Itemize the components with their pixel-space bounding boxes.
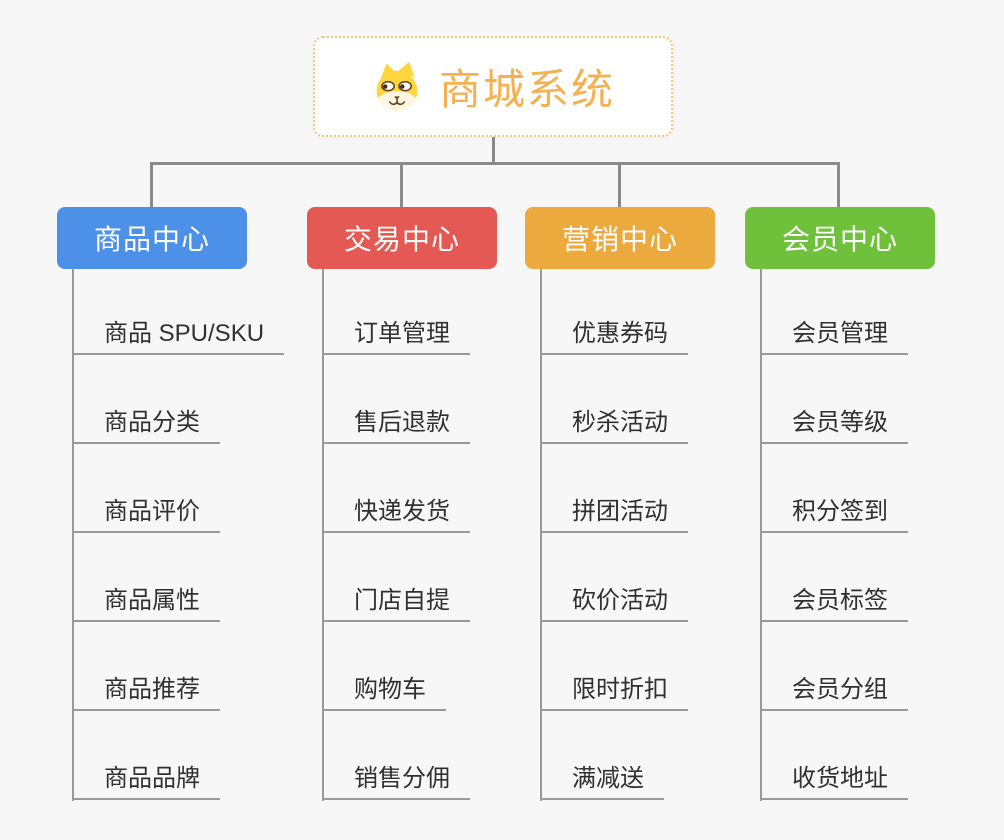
spine-products: [72, 269, 74, 801]
child-node[interactable]: 售后退款: [322, 408, 470, 444]
connector-root-stub: [492, 137, 495, 163]
branch-node-trade[interactable]: 交易中心: [307, 207, 497, 269]
child-node[interactable]: 商品分类: [72, 408, 220, 444]
child-node[interactable]: 满减送: [540, 764, 664, 800]
child-node[interactable]: 会员管理: [760, 319, 908, 355]
child-node[interactable]: 门店自提: [322, 586, 470, 622]
child-node[interactable]: 订单管理: [322, 319, 470, 355]
branch-label: 交易中心: [343, 224, 460, 255]
child-node[interactable]: 商品品牌: [72, 764, 220, 800]
child-node[interactable]: 会员分组: [760, 675, 908, 711]
branch-label: 会员中心: [781, 224, 898, 255]
root-title: 商城系统: [438, 66, 615, 113]
connector-drop-1: [150, 163, 153, 207]
child-node[interactable]: 销售分佣: [322, 764, 470, 800]
child-node[interactable]: 收货地址: [760, 764, 908, 800]
spine-members: [760, 269, 762, 801]
child-node[interactable]: 拼团活动: [540, 497, 688, 533]
connector-drop-3: [618, 163, 621, 207]
branch-label: 营销中心: [561, 224, 678, 255]
child-node[interactable]: 会员标签: [760, 586, 908, 622]
child-node[interactable]: 商品属性: [72, 586, 220, 622]
child-node[interactable]: 优惠券码: [540, 319, 688, 355]
child-node[interactable]: 快递发货: [322, 497, 470, 533]
child-node[interactable]: 限时折扣: [540, 675, 688, 711]
child-node[interactable]: 会员等级: [760, 408, 908, 444]
child-node[interactable]: 积分签到: [760, 497, 908, 533]
child-node[interactable]: 砍价活动: [540, 586, 688, 622]
branch-node-members[interactable]: 会员中心: [745, 207, 935, 269]
spine-marketing: [540, 269, 542, 801]
shiba-dog-icon: [376, 61, 418, 111]
child-node[interactable]: 商品推荐: [72, 675, 220, 711]
branch-node-marketing[interactable]: 营销中心: [525, 207, 715, 269]
column-trade: 订单管理 售后退款 快递发货 门店自提 购物车 销售分佣: [322, 269, 567, 809]
column-marketing: 优惠券码 秒杀活动 拼团活动 砍价活动 限时折扣 满减送: [540, 269, 785, 809]
branch-label: 商品中心: [93, 224, 210, 255]
column-products: 商品 SPU/SKU 商品分类 商品评价 商品属性 商品推荐 商品品牌: [72, 269, 317, 809]
connector-bus: [150, 162, 840, 165]
child-node[interactable]: 购物车: [322, 675, 446, 711]
child-node[interactable]: 秒杀活动: [540, 408, 688, 444]
connector-drop-4: [837, 163, 840, 207]
child-node[interactable]: 商品评价: [72, 497, 220, 533]
root-node[interactable]: 商城系统: [313, 36, 673, 137]
column-members: 会员管理 会员等级 积分签到 会员标签 会员分组 收货地址: [760, 269, 1004, 809]
branch-node-products[interactable]: 商品中心: [57, 207, 247, 269]
spine-trade: [322, 269, 324, 801]
connector-drop-2: [400, 163, 403, 207]
child-node[interactable]: 商品 SPU/SKU: [72, 319, 285, 355]
